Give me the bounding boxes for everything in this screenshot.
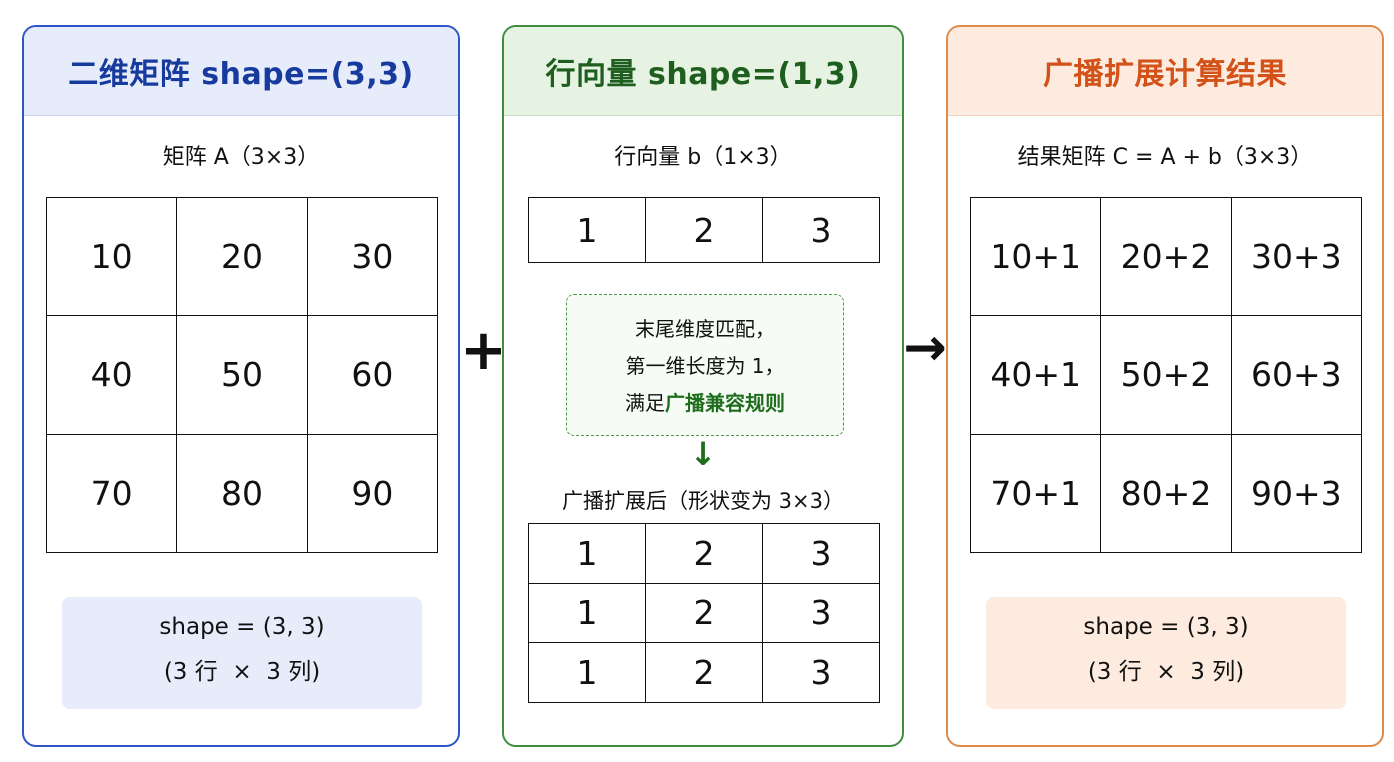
table-row: 1 2 3: [528, 197, 880, 263]
matrix-a-shape-text: shape = (3, 3): [159, 614, 325, 640]
vector-b-table: 1 2 3: [528, 197, 880, 263]
plus-operator: +: [460, 318, 507, 383]
result-c-panel: 广播扩展计算结果 结果矩阵 C = A + b（3×3） 10+1 20+2 3…: [946, 25, 1384, 747]
expanded-cell: 2: [645, 582, 763, 644]
note-line: 满足广播兼容规则: [567, 385, 843, 422]
result-c-cell: 30+3: [1230, 196, 1363, 317]
result-c-subtitle: 结果矩阵 C = A + b（3×3）: [1017, 145, 1313, 170]
result-c-cell: 70+1: [969, 433, 1102, 554]
expanded-cell: 2: [645, 523, 763, 584]
broadcast-rule-highlight: 广播兼容规则: [665, 391, 785, 415]
expanded-cell: 1: [528, 582, 646, 644]
broadcast-rule-note: 末尾维度匹配， 第一维长度为 1， 满足广播兼容规则: [566, 294, 844, 436]
table-row: 1 2 3: [528, 523, 880, 584]
table-row: 10+1 20+2 30+3: [969, 196, 1363, 317]
expanded-cell: 1: [528, 523, 646, 584]
result-c-cell: 60+3: [1230, 315, 1363, 435]
note-prefix: 满足: [625, 391, 665, 415]
vector-b-cell: 3: [762, 197, 880, 263]
vector-b-subtitle: 行向量 b（1×3）: [614, 145, 792, 170]
down-arrow-icon: ↓: [689, 435, 717, 473]
expanded-cell: 1: [528, 642, 646, 703]
result-c-cell: 50+2: [1100, 315, 1232, 435]
matrix-a-cell: 20: [176, 196, 308, 317]
result-c-cell: 40+1: [969, 315, 1102, 435]
expanded-title: 广播扩展后（形状变为 3×3）: [562, 489, 844, 513]
note-line: 第一维长度为 1，: [625, 354, 785, 378]
vector-b-header: 行向量 shape=(1,3): [504, 27, 902, 116]
expanded-cell: 3: [762, 642, 880, 703]
matrix-a-table: 10 20 30 40 50 60 70 80 90: [45, 196, 439, 554]
table-row: 10 20 30: [45, 196, 439, 317]
expanded-cell: 3: [762, 582, 880, 644]
result-c-shape-desc: (3 行 × 3 列): [1087, 659, 1245, 685]
table-row: 40 50 60: [45, 315, 439, 435]
result-c-shape-text: shape = (3, 3): [1083, 614, 1249, 640]
result-c-cell: 90+3: [1230, 433, 1363, 554]
matrix-a-header: 二维矩阵 shape=(3,3): [24, 27, 458, 116]
expanded-cell: 2: [645, 642, 763, 703]
result-c-header: 广播扩展计算结果: [948, 27, 1382, 116]
matrix-a-cell: 30: [306, 196, 439, 317]
note-line: 末尾维度匹配，: [635, 317, 775, 341]
table-row: 70 80 90: [45, 433, 439, 554]
result-c-cell: 80+2: [1100, 433, 1232, 554]
matrix-a-shape-desc: (3 行 × 3 列): [163, 659, 321, 685]
matrix-a-cell: 40: [45, 315, 178, 435]
right-arrow-icon: →: [903, 318, 947, 378]
table-row: 1 2 3: [528, 582, 880, 644]
matrix-a-cell: 60: [306, 315, 439, 435]
table-row: 70+1 80+2 90+3: [969, 433, 1363, 554]
matrix-a-cell: 90: [306, 433, 439, 554]
result-c-shape-box: shape = (3, 3) (3 行 × 3 列): [986, 597, 1346, 709]
vector-b-panel: 行向量 shape=(1,3) 行向量 b（1×3） 1 2 3 末尾维度匹配，…: [502, 25, 904, 747]
matrix-a-cell: 80: [176, 433, 308, 554]
matrix-a-cell: 70: [45, 433, 178, 554]
vector-b-cell: 1: [528, 197, 646, 263]
expanded-cell: 3: [762, 523, 880, 584]
result-c-table: 10+1 20+2 30+3 40+1 50+2 60+3 70+1 80+2 …: [969, 196, 1363, 554]
table-row: 40+1 50+2 60+3: [969, 315, 1363, 435]
table-row: 1 2 3: [528, 642, 880, 703]
result-c-cell: 20+2: [1100, 196, 1232, 317]
matrix-a-shape-box: shape = (3, 3) (3 行 × 3 列): [62, 597, 422, 709]
matrix-a-subtitle: 矩阵 A（3×3）: [162, 145, 320, 170]
vector-b-cell: 2: [645, 197, 763, 263]
matrix-a-panel: 二维矩阵 shape=(3,3) 矩阵 A（3×3） 10 20 30 40 5…: [22, 25, 460, 747]
matrix-a-cell: 10: [45, 196, 178, 317]
matrix-a-cell: 50: [176, 315, 308, 435]
result-c-cell: 10+1: [969, 196, 1102, 317]
expanded-vector-table: 1 2 3 1 2 3 1 2 3: [528, 523, 880, 703]
